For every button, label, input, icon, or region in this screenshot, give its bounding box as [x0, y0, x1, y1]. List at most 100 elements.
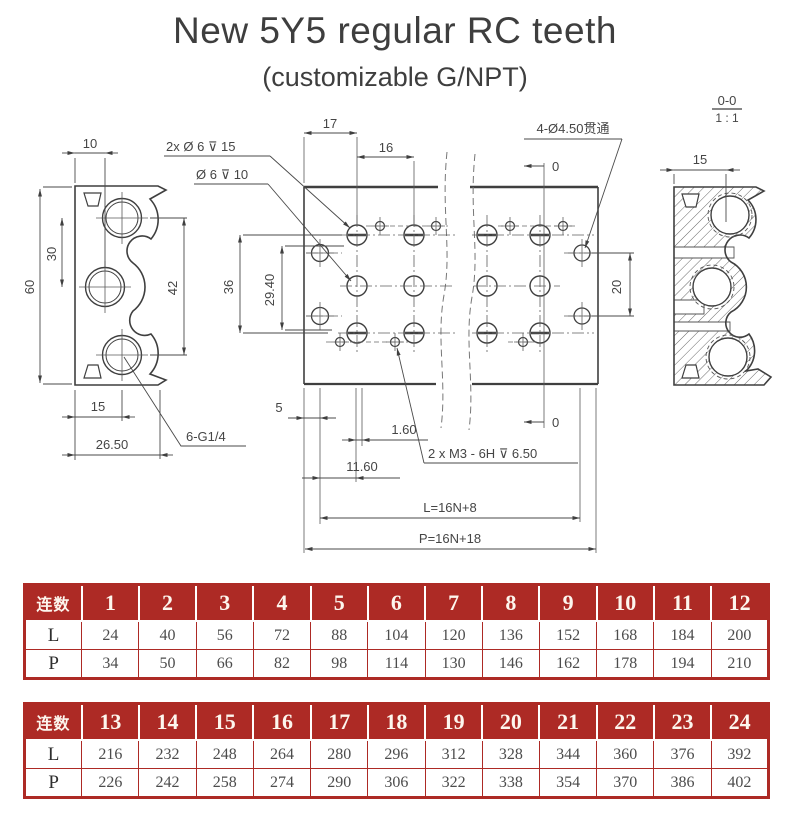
table-value-cell: 146	[481, 649, 540, 679]
table-station-count-cell: 20	[481, 702, 541, 741]
table-value-cell: 40	[138, 620, 197, 650]
section-thread-dashes	[689, 192, 753, 380]
break-lines	[440, 151, 476, 431]
table-station-count-cell: 19	[424, 702, 484, 741]
table-station-count-cell: 24	[710, 702, 770, 741]
dim-15-section: 15	[693, 152, 707, 167]
table-value-cell: 290	[310, 768, 369, 798]
table-value-cell: 168	[596, 620, 655, 650]
table-value-cell: 82	[252, 649, 312, 679]
table-station-count-cell: 2	[137, 583, 198, 622]
dim-16: 16	[379, 140, 393, 155]
table-value-cell: 210	[710, 649, 770, 679]
table-station-count-cell: 7	[424, 583, 484, 622]
table-station-count-cell: 22	[595, 702, 655, 741]
table-station-count-cell: 10	[595, 583, 655, 622]
extension-lines	[303, 137, 597, 553]
note-through-holes: 4-Ø4.50贯通	[537, 121, 610, 136]
section-dimensions	[660, 168, 740, 222]
table-station-count-cell: 21	[538, 702, 598, 741]
g14-ports	[84, 197, 143, 376]
dim-29-40: 29.40	[262, 274, 277, 307]
dim-26-50: 26.50	[96, 437, 129, 452]
table-value-cell: 194	[653, 649, 712, 679]
main-view: 17 16 0 4-Ø4.50贯通 2x Ø 6 ⊽ 15 Ø 6 ⊽ 10 3…	[164, 116, 634, 553]
table-value-cell: 104	[367, 620, 426, 650]
small-hole-crosshairs	[306, 217, 596, 351]
table-station-count-cell: 11	[652, 583, 713, 622]
table-station-count-cell: 5	[309, 583, 369, 622]
table-value-cell: 274	[252, 768, 312, 798]
dim-datum-top: 0	[552, 159, 559, 174]
table-station-count-cell: 17	[309, 702, 369, 741]
table-value-cell: 50	[138, 649, 197, 679]
section-ref-label: 0-0	[718, 93, 737, 108]
left-view-outline	[74, 185, 168, 386]
table-value-cell: 178	[596, 649, 655, 679]
table-value-cell: 264	[252, 739, 312, 769]
dim-5: 5	[275, 400, 282, 415]
table-value-cell: 120	[424, 620, 483, 650]
table-station-count-cell: 18	[366, 702, 427, 741]
table-value-cell: 392	[710, 739, 770, 769]
table-value-cell: 232	[138, 739, 197, 769]
dim-42: 42	[165, 281, 180, 295]
table-value-cell: 72	[252, 620, 312, 650]
dim-20: 20	[609, 280, 624, 294]
table-value-cell: 152	[538, 620, 598, 650]
table-value-cell: 354	[538, 768, 598, 798]
table-station-count-cell: 6	[366, 583, 427, 622]
table-station-count-cell: 3	[195, 583, 255, 622]
dim-36: 36	[221, 280, 236, 294]
table-row-label: P	[23, 768, 83, 798]
table-row-label: P	[23, 649, 83, 679]
table-value-cell: 312	[424, 739, 483, 769]
note-port-thread: 6-G1/4	[186, 429, 226, 444]
mount-slot-bottom	[83, 364, 102, 379]
table-value-cell: 88	[310, 620, 369, 650]
table-value-cell: 66	[195, 649, 254, 679]
table-corner-cell: 连数	[23, 702, 83, 741]
note-tapped-holes: 2 x M3 - 6H ⊽ 6.50	[428, 446, 537, 461]
table-station-count-cell: 14	[137, 702, 198, 741]
table-value-cell: 136	[481, 620, 540, 650]
table-value-cell: 344	[538, 739, 598, 769]
table-value-cell: 386	[653, 768, 712, 798]
dim-length-P: P=16N+18	[419, 531, 481, 546]
table-value-cell: 162	[538, 649, 598, 679]
table-value-cell: 200	[710, 620, 770, 650]
page-title: New 5Y5 regular RC teeth	[173, 10, 617, 51]
table-value-cell: 24	[81, 620, 140, 650]
left-side-view: 10 60 30 42 15 26.50 6-G1/4	[22, 136, 246, 460]
dim-17: 17	[323, 116, 337, 131]
table-station-count-cell: 13	[80, 702, 140, 741]
section-slots	[681, 193, 700, 379]
section-outline	[673, 186, 773, 386]
table-value-cell: 226	[81, 768, 140, 798]
dim-length-L: L=16N+8	[423, 500, 477, 515]
table-station-count-cell: 12	[710, 583, 770, 622]
table-station-count-cell: 9	[538, 583, 598, 622]
table-station-count-cell: 1	[80, 583, 140, 622]
note-counterbore-15: 2x Ø 6 ⊽ 15	[166, 139, 236, 154]
side-holes	[310, 243, 591, 326]
left-view-dimensions	[38, 151, 246, 460]
table-value-cell: 360	[596, 739, 655, 769]
table-value-cell: 402	[710, 768, 770, 798]
table-value-cell: 98	[310, 649, 369, 679]
port-centerlines	[79, 192, 148, 381]
dim-60: 60	[22, 280, 37, 294]
table-station-count-cell: 23	[652, 702, 713, 741]
note-counterbore-10: Ø 6 ⊽ 10	[196, 167, 248, 182]
mount-slot-top	[83, 192, 102, 207]
dim-30: 30	[44, 247, 59, 261]
dim-10: 10	[83, 136, 97, 151]
section-scale-label: 1 : 1	[715, 111, 739, 125]
